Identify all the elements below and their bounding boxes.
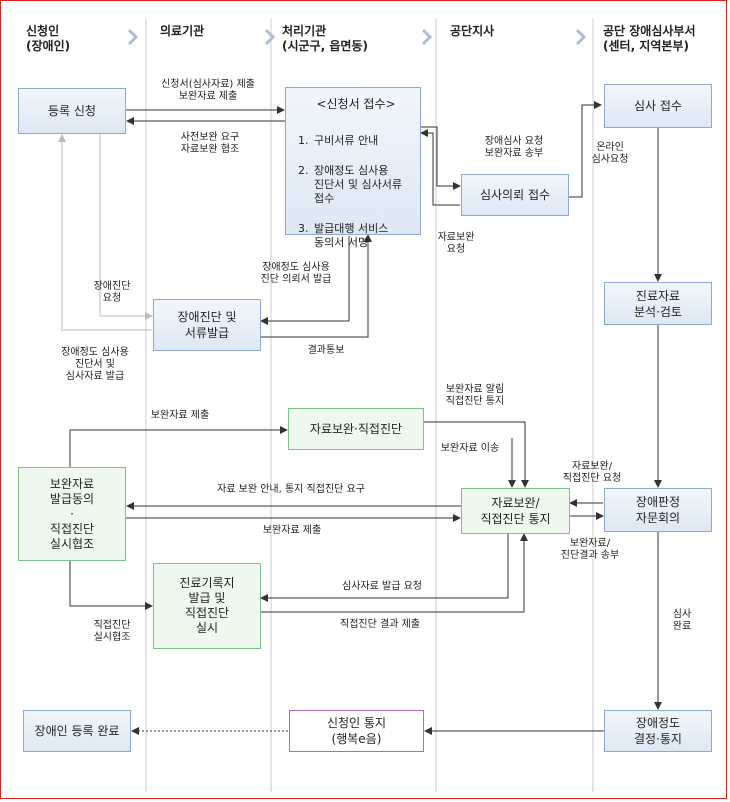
intake-list: 1. 구비서류 안내 2. 장애정도 심사용 진단서 및 심사서류 접수 3. 발급대…: [298, 120, 402, 266]
diagnosis-issue-box: 장애진단 및 서류발급: [153, 299, 261, 351]
label-direct-result-submit: 직접진단 결과 제출: [340, 619, 420, 630]
arrow-diagnosis-request: [99, 134, 153, 320]
lane-header-medical: 의료기관: [160, 24, 205, 38]
lane-header-branch: 공단지사: [450, 24, 495, 38]
label-send-results: 보완자료/ 진단결과 송부: [560, 538, 620, 561]
supplement-direct-box: 자료보완·직접진단: [288, 408, 424, 450]
label-pre-supplement: 사전보완 요구 자료보완 협조: [180, 132, 240, 155]
label-direct-cooperation: 직접진단 실시협조: [93, 620, 131, 643]
intake-item-number: 1.: [298, 134, 309, 147]
intake-item-text: 발급대행 서비스 동의서 서명: [314, 222, 389, 249]
label-supplement-submit-mid: 보완자료 제출: [262, 525, 322, 536]
arrow-issued-docs: [58, 134, 152, 331]
label-supplement-transfer: 보완자료 이송: [440, 443, 500, 454]
label-supplement-submit-top: 보완자료 제출: [150, 410, 210, 421]
medical-record-box: 진료기록지 발급 및 직접진단 실시: [153, 563, 261, 649]
intake-item: 2. 장애정도 심사용 진단서 및 심사서류 접수: [298, 164, 402, 206]
applicant-notice-box: 신청인 통지 (행복e음): [289, 710, 424, 752]
label-request-review: 장애심사 요청 보완자료 송부: [484, 136, 544, 159]
consent-cooperation-box: 보완자료 발급동의 · 직접진단 실시협조: [18, 467, 126, 561]
label-result-notice: 결과통보: [307, 345, 345, 356]
intake-item-number: 3.: [298, 222, 309, 235]
arrow-supplement-submit-top: [69, 426, 288, 467]
lane-dividers: [145, 18, 594, 792]
arrow-result-notice: [261, 234, 372, 338]
registration-complete-box: 장애인 등록 완료: [23, 710, 131, 752]
lane-header-processing: 처리기관 (시군구, 읍면동): [282, 24, 368, 53]
committee-box: 장애판정 자문회의: [604, 488, 712, 532]
arrow-issue-review-request: [260, 534, 509, 602]
review-receive-box: 심사 접수: [604, 84, 712, 128]
chevron-right-icon: [421, 28, 433, 46]
lane-header-applicant: 신청인 (장애인): [26, 24, 71, 53]
intake-item: 1. 구비서류 안내: [298, 134, 402, 148]
arrow-supplement-request: [420, 129, 460, 206]
label-issue-request: 장애정도 심사용 진단 의뢰서 발급: [260, 262, 332, 285]
chevron-right-icon: [264, 28, 276, 46]
label-supplement-alert: 보완자료 알림 직접진단 통지: [445, 384, 505, 407]
application-intake-box: <신청서 접수> 1. 구비서류 안내 2. 장애정도 심사용 진단서 및 심사서류…: [285, 87, 421, 249]
label-supplement-request: 자료보완 요청: [437, 232, 475, 255]
label-submit-application: 신청서(심사자료) 제출 보완자료 제출: [161, 79, 255, 102]
label-guide-request: 자료 보완 안내, 통지 직접진단 요구: [217, 484, 365, 495]
arrow-online-request: [569, 101, 602, 198]
label-review-done: 심사 완료: [672, 609, 692, 632]
arrow-supplement-alert: [424, 421, 529, 488]
label-committee-request: 자료보완/ 직접진단 요청: [562, 461, 622, 484]
label-issued-docs: 장애정도 심사용 진단서 및 심사자료 발급: [61, 347, 129, 382]
arrow-direct-cooperation: [69, 561, 153, 610]
intake-title: <신청서 접수>: [316, 97, 396, 111]
label-diagnosis-request: 장애진단 요청: [93, 281, 131, 304]
intake-item-number: 2.: [298, 164, 309, 177]
record-review-box: 진료자료 분석·검토: [604, 282, 712, 325]
intake-item-text: 구비서류 안내: [314, 134, 379, 147]
arrow-direct-result-submit: [261, 533, 528, 613]
register-request-box: 등록 신청: [18, 88, 126, 134]
header-chevrons: [127, 28, 587, 46]
label-issue-review-request: 심사자료 발급 요청: [342, 581, 422, 592]
review-request-box: 심사의뢰 접수: [461, 174, 569, 216]
intake-item: 3. 발급대행 서비스 동의서 서명: [298, 222, 402, 250]
chevron-right-icon: [127, 28, 139, 46]
intake-item-text: 장애정도 심사용 진단서 및 심사서류 접수: [314, 164, 402, 205]
chevron-right-icon: [575, 28, 587, 46]
label-online-request: 온라인 심사요청: [591, 142, 629, 165]
decision-notice-box: 장애정도 결정·통지: [604, 710, 712, 752]
arrow-request-review: [421, 126, 461, 190]
lane-header-review-dept: 공단 장애심사부서 (센터, 지역본부): [603, 24, 696, 53]
supplement-notice-box: 자료보완/ 직접진단 통지: [461, 488, 570, 534]
arrow-issue-request: [260, 236, 350, 325]
